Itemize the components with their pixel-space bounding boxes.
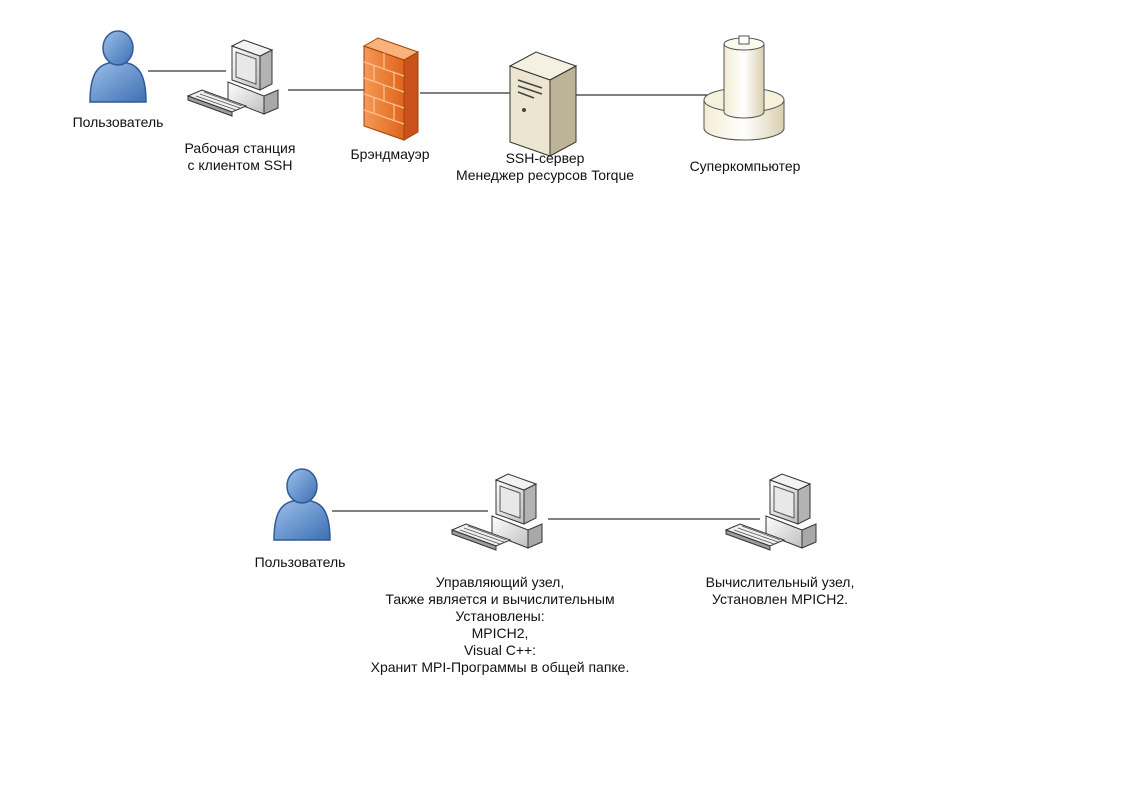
compute-node-icon bbox=[725, 473, 817, 551]
firewall-icon bbox=[363, 37, 419, 141]
supercomputer-icon bbox=[703, 35, 785, 141]
server-icon bbox=[509, 51, 577, 157]
workstation-label: Рабочая станция с клиентом SSH bbox=[184, 140, 296, 173]
user-label: Пользователь bbox=[72, 114, 164, 130]
user-icon-bottom bbox=[273, 468, 331, 541]
compute-node-label: Вычислительный узел, Установлен MPICH2. bbox=[705, 574, 855, 607]
control-node-icon bbox=[451, 473, 543, 551]
control-node-label: Управляющий узел, Также является и вычис… bbox=[370, 574, 630, 675]
ssh-server-label: SSH-сервер Менеджер ресурсов Torque bbox=[455, 150, 635, 183]
user-label-bottom: Пользователь bbox=[254, 554, 346, 570]
workstation-icon bbox=[187, 39, 279, 117]
user-icon bbox=[89, 30, 147, 103]
firewall-label: Брэндмауэр bbox=[350, 146, 430, 162]
supercomputer-label: Суперкомпьютер bbox=[689, 158, 801, 174]
